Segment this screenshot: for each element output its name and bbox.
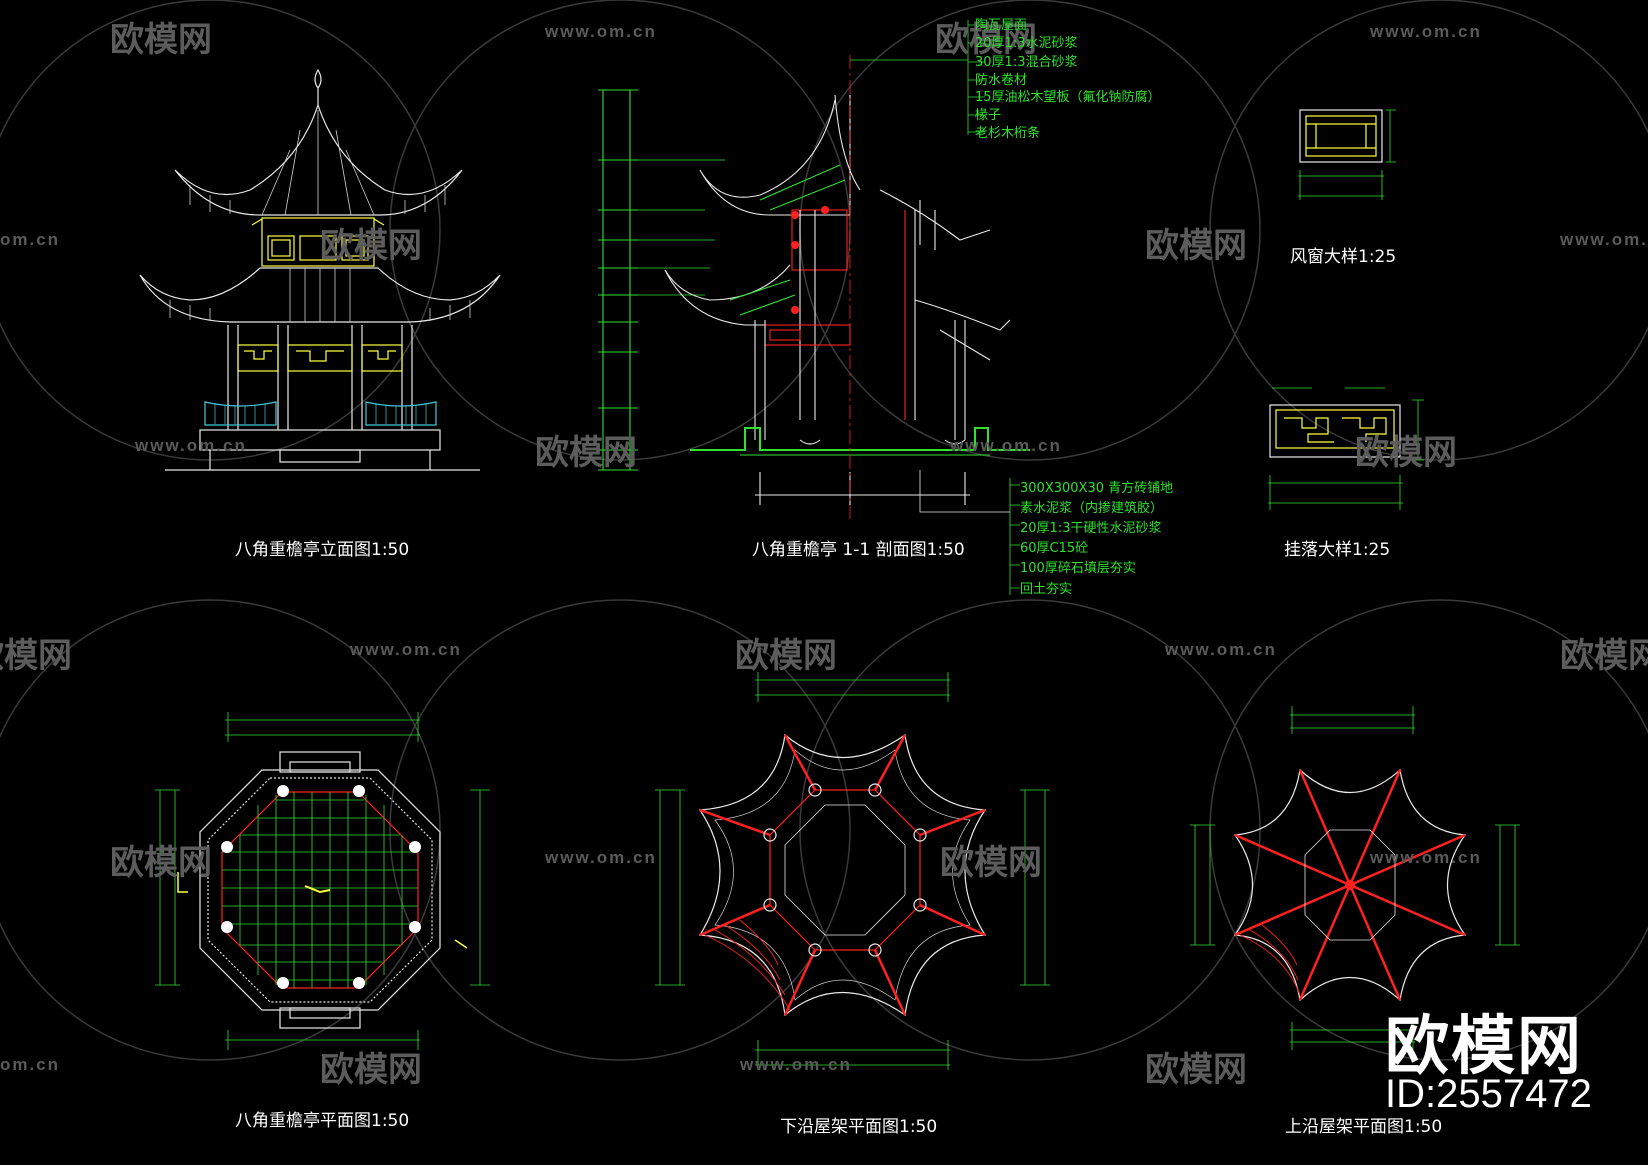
- section-title: 八角重檐亭 1-1 剖面图1:50: [752, 540, 965, 560]
- watermark-logo: 欧模网: [1145, 226, 1247, 266]
- floor-note: 100厚碎石填层夯实: [1020, 561, 1136, 576]
- watermark-url: www.om.cn: [1370, 22, 1482, 41]
- roof-note: 椽子: [975, 108, 1002, 123]
- watermark-url-partial: om.cn: [0, 1055, 61, 1074]
- watermark-logo-partial: 欧模网: [1560, 636, 1648, 676]
- brand-logo-text: 欧模网: [1385, 1010, 1583, 1084]
- watermark-url: www.om.cn: [545, 22, 657, 41]
- watermark-logo: 欧模网: [320, 226, 422, 266]
- watermark-url: www.om.cn: [1560, 230, 1648, 249]
- pavilion-floor-plan-drawing: [155, 712, 490, 1050]
- floor-plan-title: 八角重檐亭平面图1:50: [235, 1111, 410, 1131]
- watermark-logo: 欧模网: [110, 20, 212, 60]
- watermark-url: www.om.cn: [740, 1055, 852, 1074]
- floor-note: 20厚1:3干硬性水泥砂浆: [1020, 521, 1162, 536]
- lower-roof-frame-title: 下沿屋架平面图1:50: [780, 1117, 938, 1137]
- watermark-url: www.om.cn: [135, 436, 247, 455]
- pavilion-elevation-drawing: [139, 68, 501, 471]
- watermark-arcs: [0, 0, 1648, 1061]
- watermark-logo: 欧模网: [940, 843, 1042, 883]
- hanging-fret-detail-drawing: [1268, 387, 1424, 510]
- floor-note: 素水泥浆（内掺建筑胶）: [1020, 501, 1164, 516]
- pavilion-section-drawing: [598, 20, 1030, 595]
- elevation-title: 八角重檐亭立面图1:50: [235, 540, 410, 560]
- hanging-fret-title: 挂落大样1:25: [1284, 540, 1391, 560]
- floor-note: 300X300X30 青方砖铺地: [1020, 481, 1174, 496]
- watermark-url: www.om.cn: [350, 640, 462, 659]
- wind-window-title: 风窗大样1:25: [1290, 247, 1397, 267]
- watermark-url: www.om.cn: [1370, 848, 1482, 867]
- wind-window-detail-drawing: [1298, 109, 1396, 200]
- watermark-url: www.om.cn: [545, 848, 657, 867]
- roof-note: 15厚油松木望板（氟化钠防腐）: [975, 90, 1161, 105]
- roof-note: 老杉木桁条: [975, 126, 1041, 141]
- watermark-url-partial: om.cn: [0, 230, 61, 249]
- watermark-logo: 欧模网: [110, 843, 212, 883]
- roof-note: 陶瓦屋面: [975, 18, 1028, 33]
- watermark-url: www.om.cn: [1165, 640, 1277, 659]
- floor-note: 回土夯实: [1020, 582, 1073, 597]
- watermark-logo: 欧模网: [935, 20, 1037, 60]
- watermark-logo: 欧模网: [1355, 433, 1457, 473]
- floor-note: 60厚C15砼: [1020, 541, 1089, 556]
- upper-roof-frame-plan-drawing: [1190, 706, 1520, 1050]
- watermark-logo: 欧模网: [320, 1050, 422, 1090]
- model-id-label: ID:2557472: [1385, 1072, 1592, 1116]
- watermark-url: www.om.cn: [950, 436, 1062, 455]
- watermark-logo-partial: 欧模网: [0, 636, 72, 676]
- watermark-logo: 欧模网: [1145, 1050, 1247, 1090]
- roof-note: 30厚1:3混合砂浆: [975, 55, 1078, 70]
- watermark-logo: 欧模网: [535, 433, 637, 473]
- roof-note: 防水卷材: [975, 73, 1028, 88]
- lower-roof-frame-plan-drawing: [655, 672, 1050, 1070]
- upper-roof-frame-title: 上沿屋架平面图1:50: [1285, 1117, 1443, 1137]
- watermark-logo: 欧模网: [735, 636, 837, 676]
- roof-note: 20厚1:3水泥砂浆: [975, 36, 1078, 51]
